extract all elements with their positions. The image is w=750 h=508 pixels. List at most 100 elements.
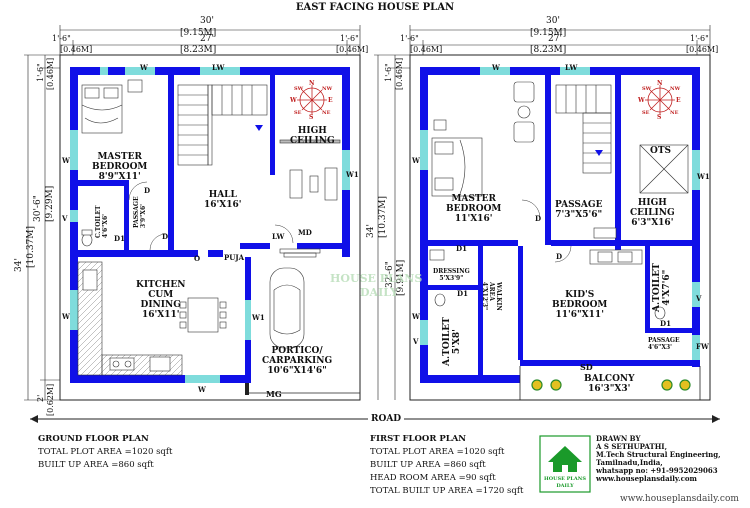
gf-built-area: BUILT UP AREA =860 sqft: [38, 460, 154, 470]
ff-mark-d: D: [535, 214, 542, 223]
gf-mark-lw-hall: LW: [272, 232, 285, 241]
first-floor-plan: [374, 25, 711, 401]
gf-mark-window: W: [140, 63, 148, 72]
ff-mark-v-right: V: [696, 294, 702, 303]
logo-text-line2: DAILY: [556, 483, 574, 489]
ff-compass-sw: SW: [642, 86, 652, 92]
gf-mark-lw: LW: [212, 63, 225, 72]
ff-dim-top-mid: 27': [548, 34, 562, 44]
gf-room-passage: PASSAGE 3'9"X6': [133, 196, 147, 228]
gf-dim-top-left-m: [0.46M]: [60, 45, 93, 54]
ff-room-dressing: DRESSING 5'X3'9": [433, 268, 470, 282]
road-label: ROAD: [368, 414, 405, 424]
gf-dim-top-mid: 27': [200, 34, 214, 44]
ff-dim-mid-total: 34': [366, 224, 376, 238]
website-footer[interactable]: www.houseplansdaily.com: [620, 494, 739, 504]
gf-compass-sw: SW: [294, 86, 304, 92]
gf-mark-w-kitchen: W: [62, 312, 70, 321]
credit-drawn-by: DRAWN BY: [596, 434, 641, 443]
ff-compass-se: SE: [642, 110, 650, 116]
gf-dim-left-top-m: [0.46M]: [46, 57, 55, 90]
ff-compass-w: W: [638, 97, 645, 104]
gf-compass-ne: NE: [322, 110, 331, 116]
logo-icon: [539, 435, 591, 493]
gf-room-hall: HALL 16'X16': [204, 190, 242, 210]
gf-room-toilet: C.TOILET 4'6"X6': [95, 205, 109, 238]
gf-dim-top-right-m: [0.46M]: [336, 45, 369, 54]
ff-compass-n: N: [657, 80, 663, 87]
gf-dim-top-total-m: [9.15M]: [180, 28, 217, 38]
ff-room-ots: OTS: [650, 146, 672, 156]
gf-dim-top-right: 1'-6": [340, 34, 359, 43]
credit-site: www.houseplansdaily.com: [596, 474, 697, 483]
ff-compass-nw: NW: [670, 86, 681, 92]
credit-name: A S SETHUPATHI,: [596, 442, 668, 451]
ground-floor-plan: [24, 25, 361, 401]
page-title: EAST FACING HOUSE PLAN: [295, 2, 455, 13]
credit-whatsapp: whatsapp no: +91-9952029063: [596, 466, 718, 475]
gf-compass-se: SE: [294, 110, 302, 116]
ff-room-passage-small: PASSAGE 4'6"X3': [648, 337, 680, 351]
ff-mark-d-kids: D: [556, 252, 563, 261]
ff-mark-d1: D1: [456, 244, 467, 253]
ff-mark-sd: SD: [580, 362, 593, 372]
ff-room-toilet-right: A.TOILET 4'X7'6": [652, 263, 672, 312]
ff-compass-ne: NE: [670, 110, 679, 116]
gf-mark-opening: O: [194, 254, 201, 263]
gf-mark-w1: W1: [346, 170, 359, 179]
ff-mark-d1-toilet: D1: [457, 289, 468, 298]
gf-dim-left-mid: 30'-6": [33, 195, 43, 222]
ff-mark-d1-right: D1: [660, 319, 671, 328]
ff-plot-area: TOTAL PLOT AREA =1020 sqft: [370, 447, 505, 457]
gf-plan-title: GROUND FLOOR PLAN: [38, 434, 149, 444]
ff-dim-top-right-m: [0.46M]: [686, 45, 719, 54]
ff-dim-mid-top-m: [0.46M]: [395, 57, 404, 90]
gf-mark-mg: MG: [266, 389, 282, 399]
gf-plot-area: TOTAL PLOT AREA =1020 sqft: [38, 447, 173, 457]
gf-dim-top-total: 30': [200, 16, 214, 26]
ff-room-toilet-left: A.TOILET 5'X8': [442, 317, 462, 366]
ff-room-master-bedroom: MASTER BEDROOM 11'X16': [446, 194, 502, 224]
ff-plan-title: FIRST FLOOR PLAN: [370, 434, 467, 444]
gf-dim-left-mid-m: [9.29M]: [45, 185, 55, 222]
gf-dim-left-total-m: [10.37M]: [26, 225, 36, 268]
gf-dim-left-bottom-m: [0.62M]: [46, 383, 55, 416]
gf-mark-w-left: W: [62, 156, 70, 165]
ff-dim-top-total: 30': [546, 16, 560, 26]
ff-room-passage: PASSAGE 7'3"X5'6": [555, 200, 603, 220]
gf-dim-left-total: 34': [14, 258, 24, 272]
ff-head-room: HEAD ROOM AREA =90 sqft: [370, 473, 496, 483]
gf-room-kitchen: KITCHEN CUM DINING 16'X11': [136, 280, 186, 320]
gf-mark-d1: D1: [114, 234, 125, 243]
gf-compass-nw: NW: [322, 86, 333, 92]
ff-dim-top-mid-m: [8.23M]: [530, 45, 567, 55]
ff-room-balcony: BALCONY 16'3"X3': [584, 374, 635, 394]
watermark-line2: DAILY: [360, 286, 399, 299]
gf-room-puja: PUJA: [224, 253, 245, 262]
ff-dim-top-left-m: [0.46M]: [410, 45, 443, 54]
credit-place: Tamilnadu,India,: [596, 458, 663, 467]
gf-dim-top-mid-m: [8.23M]: [180, 45, 217, 55]
gf-mark-d: D: [144, 186, 151, 195]
gf-compass-s: S: [309, 114, 314, 121]
gf-mark-d-passage: D: [162, 232, 169, 241]
ff-room-high-ceiling: HIGH CEILING 6'3"X16': [630, 198, 675, 228]
ff-mark-fw: FW: [696, 342, 709, 351]
ff-dim-top-total-m: [9.15M]: [530, 28, 567, 38]
compass-icon: [297, 85, 675, 115]
ff-room-walkin: WALKIN AREA 4'X12'3": [481, 282, 502, 311]
ff-mark-w-left: W: [412, 156, 420, 165]
gf-mark-w-bottom: W: [198, 385, 206, 394]
gf-mark-v: V: [62, 214, 68, 223]
logo-text-line1: HOUSE PLANS: [544, 476, 586, 482]
gf-dim-left-bottom: 2': [36, 394, 45, 402]
watermark-line1: HOUSE PLANS: [330, 272, 423, 285]
gf-mark-w1-portico: W1: [252, 313, 265, 322]
gf-dim-left-top: 1'-6": [36, 63, 45, 82]
ff-compass-e: E: [676, 97, 681, 104]
ff-total-built: TOTAL BUILT UP AREA =1720 sqft: [370, 486, 524, 496]
ff-mark-window: W: [492, 63, 500, 72]
ff-mark-w1: W1: [697, 172, 710, 181]
gf-room-portico: PORTICO/ CARPARKING 10'6"X14'6": [262, 346, 333, 376]
